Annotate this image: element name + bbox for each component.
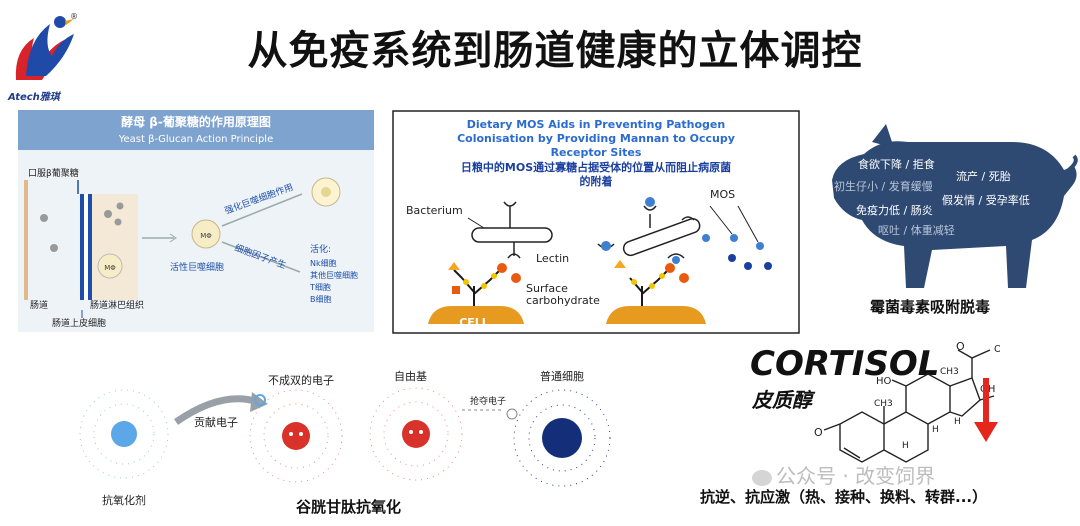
macrophage-label-1: MΦ [104, 264, 116, 272]
mos-title-cn: 的附着 [580, 174, 613, 188]
stress-caption: 抗逆、抗应激（热、接种、换料、转群...） [700, 488, 988, 506]
donate-label: 贡献电子 [194, 415, 238, 429]
panel-title-cn: 酵母 β-葡聚糖的作用原理图 [121, 114, 271, 129]
lymph-label: 肠道淋巴组织 [90, 299, 144, 311]
brand-logo [8, 10, 78, 88]
surface-label: carbohydrate [526, 294, 600, 307]
surface-label: Surface [526, 282, 568, 295]
cortisol-panel: CORTISOL 皮质醇 O OH HO OH CH3 CH3 H H H O … [700, 340, 1080, 522]
beta-glucan-panel: 酵母 β-葡聚糖的作用原理图 Yeast β-Glucan Action Pri… [18, 110, 374, 332]
steal-label: 抢夺电子 [470, 395, 506, 407]
mos-title-en: Receptor Sites [551, 146, 642, 159]
watermark: 公众号 · 改变饲界 [752, 460, 935, 489]
pig-panel: 食欲下降 / 拒食 流产 / 死胎 初生仔小 / 发育缓慢 假发情 / 受孕率低… [812, 120, 1080, 320]
normal-cell-label: 普通细胞 [540, 369, 584, 383]
cortisol-title: CORTISOL [750, 344, 940, 384]
pig-silhouette-icon [832, 124, 1078, 288]
wechat-icon [752, 469, 772, 486]
atom-label: H [902, 441, 909, 451]
activate-item: T细胞 [309, 282, 331, 292]
macrophage-label-2: MΦ [200, 232, 212, 240]
atom-label: O [814, 426, 823, 439]
symptom-label: 初生仔小 / 发育缓慢 [834, 180, 933, 193]
activate-item: B细胞 [310, 294, 332, 304]
mos-label: MOS [710, 188, 735, 201]
bacterium-shape [471, 227, 553, 243]
brand-name: Atech雅琪 [8, 92, 60, 103]
activate-item: Nk细胞 [310, 258, 337, 268]
antioxidant-label: 抗氧化剂 [102, 493, 146, 507]
intestinal-wall [80, 194, 84, 300]
free-radical-label: 自由基 [394, 369, 427, 383]
bird-logo-icon [15, 16, 74, 80]
mos-title-en: Colonisation by Providing Mannan to Occu… [457, 132, 735, 145]
glutathione-caption: 谷胱甘肽抗氧化 [296, 498, 402, 516]
atom-label: CH3 [940, 367, 959, 377]
cortisol-cn: 皮质醇 [752, 388, 812, 412]
activate-item: 其他巨噬细胞 [310, 270, 358, 280]
cortisol-structure: O OH HO OH CH3 CH3 H H H O [814, 340, 1000, 463]
atom-label: HO [876, 376, 892, 387]
atom-label: CH3 [874, 399, 893, 409]
oral-label: 口服β葡聚糖 [28, 167, 79, 179]
epithelial-label: 肠道上皮细胞 [52, 317, 106, 329]
down-arrow-icon [974, 378, 998, 442]
unpaired-label: 不成双的电子 [268, 373, 334, 387]
activate-title: 活化: [310, 243, 331, 255]
active-macrophage-label: 活性巨噬细胞 [170, 261, 224, 273]
panel-title-en: Yeast β-Glucan Action Principle [118, 134, 274, 145]
symptom-label: 呕吐 / 体重减轻 [878, 224, 955, 237]
antioxidant-nucleus [111, 421, 137, 447]
mos-title-cn: 日粮中的MOS通过寡糖占据受体的位置从而阻止病原菌 [461, 160, 731, 174]
symptom-label: 食欲下降 / 拒食 [858, 158, 935, 171]
atom-label: OH [994, 344, 1000, 355]
atom-label: H [954, 417, 961, 427]
lymph-tissue [92, 194, 138, 300]
registered-mark: ® [70, 12, 78, 21]
atom-label: H [932, 425, 939, 435]
watermark-text: 公众号 · 改变饲界 [776, 464, 936, 488]
cell-label: CELL [459, 316, 489, 329]
symptom-label: 免疫力低 / 肠炎 [856, 204, 933, 217]
mos-panel: Dietary MOS Aids in Preventing Pathogen … [392, 110, 800, 334]
antioxidant-panel: 抗氧化剂 贡献电子 不成双的电子 自由基 抢夺电子 普通细胞 谷胱甘肽抗氧化 [72, 362, 668, 522]
cell-shape [428, 306, 524, 324]
page-title: 从免疫系统到肠道健康的立体调控 [247, 28, 863, 74]
symptom-label: 假发情 / 受孕率低 [942, 194, 1030, 207]
panel-header-bar [18, 110, 374, 150]
mos-title-en: Dietary MOS Aids in Preventing Pathogen [467, 118, 725, 131]
lectin-label: Lectin [536, 252, 569, 265]
mycotoxin-caption: 霉菌毒素吸附脱毒 [870, 298, 991, 316]
symptom-label: 流产 / 死胎 [956, 170, 1011, 183]
bacterium-label: Bacterium [406, 204, 463, 217]
atom-label: O [956, 340, 965, 353]
radical-face-icon [282, 422, 310, 450]
gut-label: 肠道 [30, 299, 48, 311]
normal-cell-nucleus [542, 418, 582, 458]
